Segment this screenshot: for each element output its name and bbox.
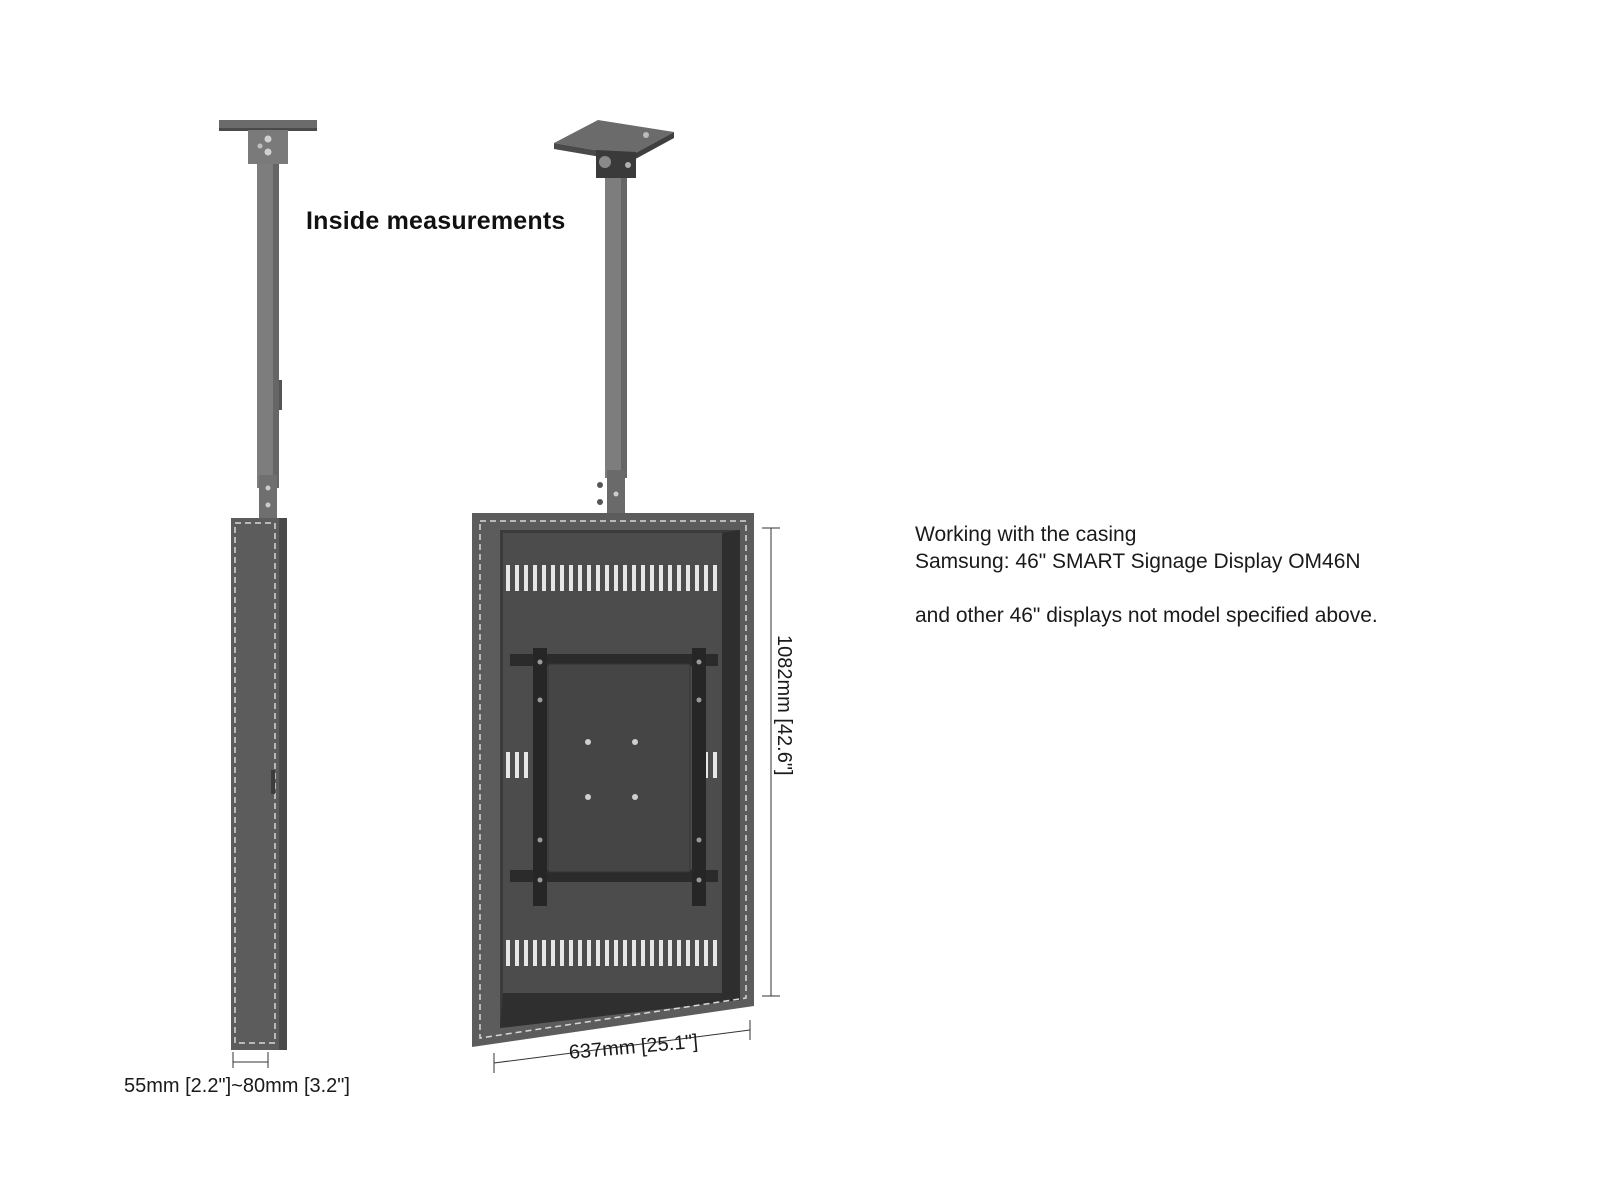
vesa-arm-right-hole-3 bbox=[696, 837, 702, 843]
width-dim-line bbox=[493, 1029, 751, 1064]
side-pole-shade bbox=[273, 164, 279, 488]
compatibility-info: Working with the casing Samsung: 46" SMA… bbox=[915, 521, 1378, 629]
vesa-arm-left-hole-1 bbox=[537, 659, 543, 665]
vesa-arm-right-hole-1 bbox=[696, 659, 702, 665]
front-pole-pin-2 bbox=[597, 499, 603, 505]
side-casing-notch bbox=[271, 770, 275, 794]
diagram-title: Inside measurements bbox=[306, 207, 566, 235]
side-bracket-bolt-3 bbox=[257, 143, 263, 149]
front-bracket-bolt bbox=[625, 162, 631, 168]
side-pole-clip bbox=[279, 380, 282, 410]
side-ceiling-plate bbox=[219, 120, 317, 130]
side-casing bbox=[231, 518, 287, 1050]
vesa-hole-1 bbox=[585, 739, 591, 745]
front-bracket-knob bbox=[599, 156, 611, 168]
vesa-rail-bottom bbox=[510, 870, 718, 882]
vesa-arm-left-hole-3 bbox=[537, 837, 543, 843]
side-ceiling-plate-edge bbox=[219, 128, 317, 131]
front-ceiling-hole bbox=[643, 132, 649, 138]
compatibility-spacer bbox=[915, 575, 1378, 602]
vesa-arm-left-hole-2 bbox=[537, 697, 543, 703]
vesa-hole-4 bbox=[632, 794, 638, 800]
front-pole-pin-1 bbox=[597, 482, 603, 488]
vesa-arm-left-hole-4 bbox=[537, 877, 543, 883]
front-inner-wall-bottom bbox=[500, 993, 740, 1028]
side-bracket-bolt-2 bbox=[264, 148, 272, 156]
front-pole-pin-3 bbox=[613, 491, 619, 497]
vesa-hole-3 bbox=[585, 794, 591, 800]
front-pole-shade bbox=[621, 178, 627, 478]
vesa-arm-right bbox=[692, 648, 706, 906]
side-pole-pin-2 bbox=[265, 502, 271, 508]
compatibility-note: and other 46" displays not model specifi… bbox=[915, 604, 1378, 627]
side-casing-shade bbox=[279, 518, 287, 1050]
vesa-arm-left bbox=[533, 648, 547, 906]
compatibility-model: Samsung: 46" SMART Signage Display OM46N bbox=[915, 550, 1361, 573]
vesa-hole-2 bbox=[632, 739, 638, 745]
vesa-rail-top bbox=[510, 654, 718, 666]
side-depth-label: 55mm [2.2"]~80mm [3.2"] bbox=[124, 1075, 350, 1097]
side-pole-pin-1 bbox=[265, 485, 271, 491]
front-ceiling-plate bbox=[554, 120, 674, 156]
vent-bottom bbox=[506, 940, 717, 966]
side-bracket bbox=[248, 130, 288, 164]
side-bracket-bolt-1 bbox=[264, 135, 272, 143]
vent-top bbox=[506, 565, 717, 591]
front-inner-wall-right bbox=[722, 530, 740, 1000]
vesa-arm-right-hole-4 bbox=[696, 877, 702, 883]
vesa-arm-right-hole-2 bbox=[696, 697, 702, 703]
compatibility-heading: Working with the casing bbox=[915, 523, 1137, 546]
front-view bbox=[472, 120, 780, 1073]
front-casing-dash bbox=[479, 520, 747, 1039]
side-view bbox=[219, 120, 317, 1068]
front-ceiling-plate-edge-2 bbox=[630, 132, 674, 162]
side-pole-lower bbox=[259, 475, 277, 520]
vesa-plate bbox=[547, 663, 691, 873]
height-label: 1082mm [42.6"] bbox=[773, 635, 795, 776]
vesa-bracket bbox=[510, 648, 718, 906]
